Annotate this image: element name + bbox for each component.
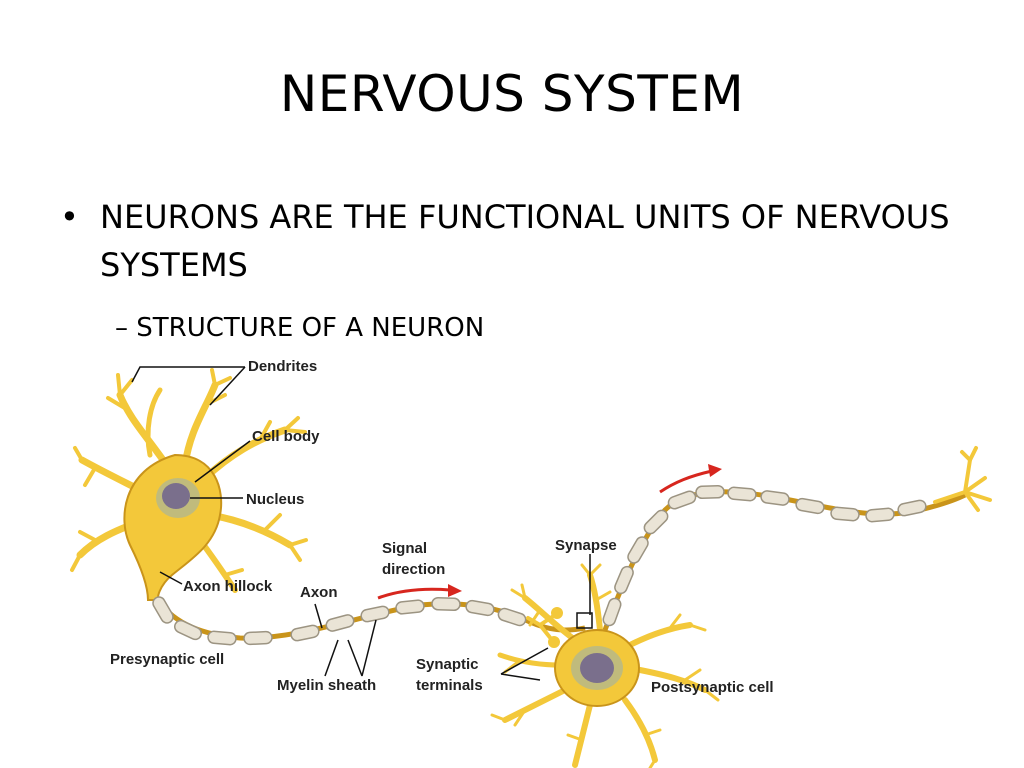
- leader-lines: [131, 366, 591, 681]
- sub-bullet-text: – STRUCTURE OF A NEURON: [115, 313, 485, 343]
- label-direction: direction: [382, 561, 445, 578]
- slide-title: NERVOUS SYSTEM: [279, 65, 745, 123]
- bullet-marker: •: [60, 198, 79, 236]
- label-axon: Axon: [300, 584, 338, 601]
- label-postsynaptic-cell: Postsynaptic cell: [651, 679, 774, 696]
- label-terminals: terminals: [416, 677, 483, 694]
- label-dendrites: Dendrites: [248, 358, 317, 375]
- presynaptic-nucleus: [162, 483, 190, 509]
- postsynaptic-nucleus: [580, 653, 614, 683]
- synapse-box: [576, 612, 593, 629]
- signal-direction-arrows: [377, 464, 722, 600]
- axon-terminal-branches: [933, 446, 992, 512]
- label-nucleus: Nucleus: [246, 491, 304, 508]
- neuron-diagram: Dendrites Cell body Nucleus Axon hillock…: [70, 358, 992, 768]
- label-cell-body: Cell body: [252, 428, 320, 445]
- postsynaptic-dendrites: [490, 563, 720, 768]
- presynaptic-cell-body: [123, 453, 223, 601]
- postsynaptic-myelin-sheath: [602, 484, 927, 627]
- label-axon-hillock: Axon hillock: [183, 578, 273, 595]
- label-myelin-sheath: Myelin sheath: [277, 677, 376, 694]
- bullet-text: NEURONS ARE THE FUNCTIONAL UNITS OF NERV…: [100, 198, 950, 284]
- postsynaptic-cell-body: [554, 629, 640, 707]
- label-synaptic: Synaptic: [416, 656, 479, 673]
- label-signal: Signal: [382, 540, 427, 557]
- label-presynaptic-cell: Presynaptic cell: [110, 651, 224, 668]
- myelin-sheath: [152, 596, 527, 646]
- label-synapse: Synapse: [555, 537, 617, 554]
